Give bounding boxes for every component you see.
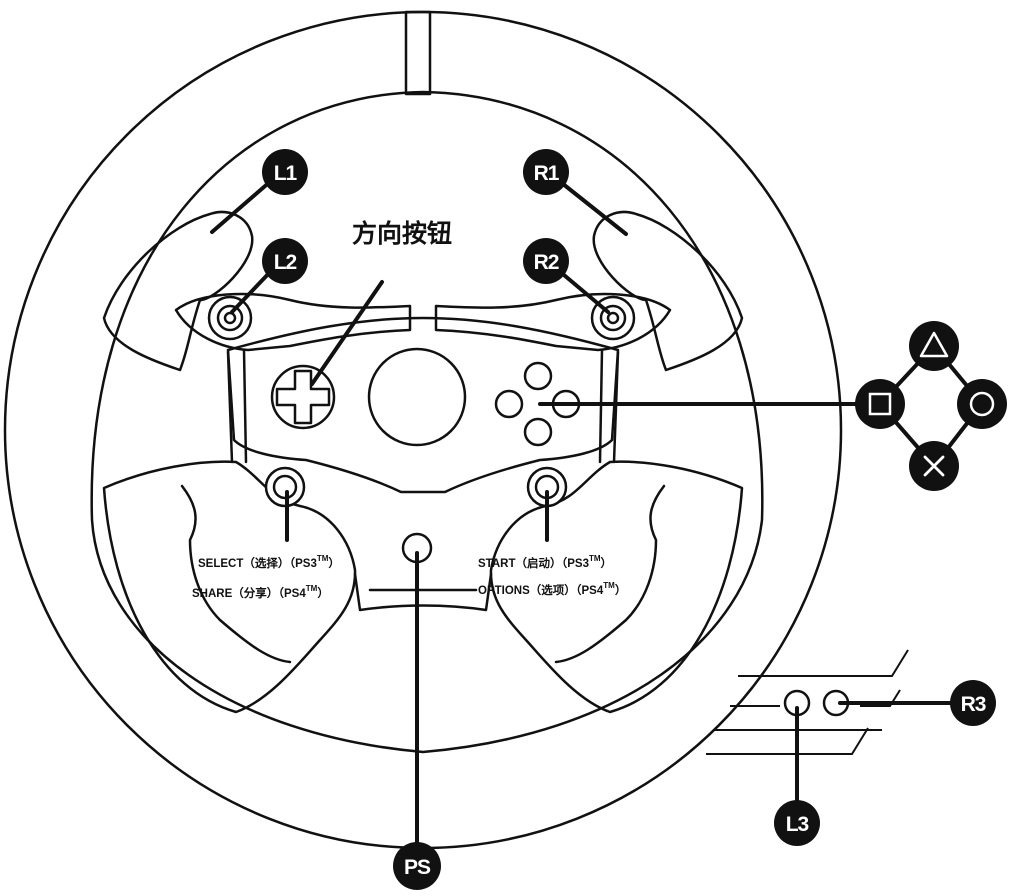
cross-icon	[909, 441, 959, 491]
wheel-square-button[interactable]	[494, 389, 524, 419]
r3-badge: R3	[950, 680, 996, 726]
l2-badge: L2	[262, 238, 308, 284]
options-label: OPTIONS（选项）（PS4TM）	[478, 581, 626, 597]
start-label: START（启动）（PS3TM）	[478, 554, 612, 570]
right-lower-grip-inner	[554, 484, 666, 664]
hub-plate	[226, 316, 620, 494]
r1-leader	[556, 178, 628, 236]
share-label: SHARE（分享）（PS4TM）	[192, 584, 329, 600]
left-lower-grip-inner	[180, 484, 292, 664]
r2-leader	[556, 268, 610, 314]
r1-badge-label: R1	[534, 162, 560, 185]
l3-badge: L3	[774, 800, 820, 846]
r2-badge: R2	[523, 238, 569, 284]
l1-leader	[210, 178, 274, 234]
wheel-cross-button[interactable]	[523, 417, 553, 447]
l3-badge-label: L3	[786, 813, 809, 836]
wheel-base-detail	[706, 649, 909, 755]
wheel-rim-inner	[90, 90, 764, 754]
dpad-leader	[310, 280, 384, 386]
r2-badge-label: R2	[534, 251, 559, 274]
top-center-marker	[404, 10, 432, 96]
wheel-rim-outer	[3, 10, 843, 850]
left-lower-grip	[102, 460, 357, 714]
bottom-spoke	[353, 572, 493, 612]
dpad[interactable]	[270, 364, 336, 430]
l2-badge-label: L2	[274, 251, 297, 274]
left-paddle	[102, 210, 254, 372]
wheel-triangle-button[interactable]	[523, 361, 553, 391]
circle-icon	[957, 379, 1007, 429]
select-label: SELECT（选择）（PS3TM）	[198, 554, 340, 570]
right-paddle	[592, 210, 744, 372]
triangle-icon	[909, 321, 959, 371]
l1-badge-label: L1	[274, 162, 298, 185]
dpad-title: 方向按钮	[352, 219, 452, 248]
l1-badge: L1	[262, 149, 308, 195]
right-bracket	[434, 292, 672, 352]
l2-button[interactable]	[207, 295, 253, 341]
center-horn	[367, 347, 467, 447]
hub-left-bar	[226, 348, 248, 464]
face-button-legend	[855, 321, 1007, 491]
r3-badge-label: R3	[961, 693, 986, 716]
square-icon	[855, 379, 905, 429]
l2-leader	[230, 268, 274, 314]
r1-badge: R1	[523, 149, 569, 195]
ps-badge: PS	[393, 842, 441, 890]
ps-badge-label: PS	[404, 856, 431, 879]
right-lower-grip	[489, 460, 744, 714]
